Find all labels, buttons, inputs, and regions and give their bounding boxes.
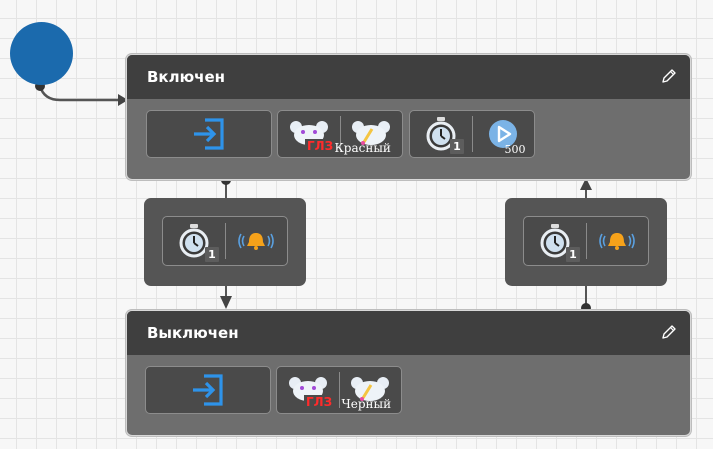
start-connector [38, 85, 118, 102]
eyes-cell-left: ГЛЗ [278, 111, 340, 157]
state-on[interactable]: Включен ГЛЗ [126, 54, 691, 180]
state-on-title: Включен [147, 68, 226, 86]
pencil-icon[interactable] [660, 67, 678, 85]
start-node[interactable] [10, 22, 73, 85]
timer-cell: 1 [410, 111, 472, 157]
enter-action[interactable] [145, 366, 271, 414]
stopwatch-icon [426, 117, 456, 151]
stopwatch-icon [179, 224, 209, 258]
stopwatch-icon [540, 224, 570, 258]
connector-on-off-arrowhead [220, 296, 232, 309]
transition-on-to-off-actions[interactable]: 1 [162, 216, 288, 266]
state-off-title: Выключен [147, 324, 239, 342]
transition-on-to-off[interactable]: 1 [144, 198, 306, 286]
eyes-action[interactable]: ГЛЗ Красный [277, 110, 403, 158]
pencil-icon[interactable] [660, 323, 678, 341]
timer-badge: 1 [205, 247, 219, 262]
glz-label: ГЛЗ [304, 395, 335, 409]
timer-cell: 1 [524, 217, 586, 265]
bell-icon [599, 233, 636, 250]
bell-cell [225, 217, 287, 265]
separator [339, 116, 341, 152]
timer-play-action[interactable]: 1 500 [409, 110, 535, 158]
play-cell: 500 [472, 111, 534, 157]
eyes-cell-left: ГЛЗ [277, 367, 339, 413]
bell-cell [586, 217, 648, 265]
play-icon [489, 120, 518, 148]
timer-badge: 1 [450, 139, 464, 154]
separator [224, 223, 226, 259]
separator [338, 372, 340, 408]
enter-icon [193, 374, 223, 406]
start-arrowhead [118, 94, 128, 106]
transition-off-to-on-actions[interactable]: 1 [523, 216, 649, 266]
eyes-color-icon [352, 121, 391, 145]
state-off-header: Выключен [127, 311, 690, 355]
timer-badge: 1 [566, 247, 580, 262]
bell-icon [238, 233, 275, 250]
enter-action[interactable] [146, 110, 272, 158]
state-off[interactable]: Выключен ГЛЗ [126, 310, 691, 436]
glz-label: ГЛЗ [305, 139, 336, 153]
timer-cell: 1 [163, 217, 225, 265]
color-label: Черный [341, 397, 392, 411]
eyes-cell-right: Красный [334, 111, 402, 157]
separator [471, 116, 473, 152]
enter-icon [194, 118, 224, 150]
play-value: 500 [504, 143, 526, 156]
eyes-color-icon [351, 377, 390, 401]
transition-off-to-on[interactable]: 1 [505, 198, 667, 286]
state-on-header: Включен [127, 55, 690, 99]
connector-off-on-arrowhead [580, 178, 592, 190]
color-label: Красный [334, 141, 391, 155]
separator [585, 223, 587, 259]
eyes-action[interactable]: ГЛЗ Черный [276, 366, 402, 414]
eyes-cell-right: Черный [339, 367, 401, 413]
